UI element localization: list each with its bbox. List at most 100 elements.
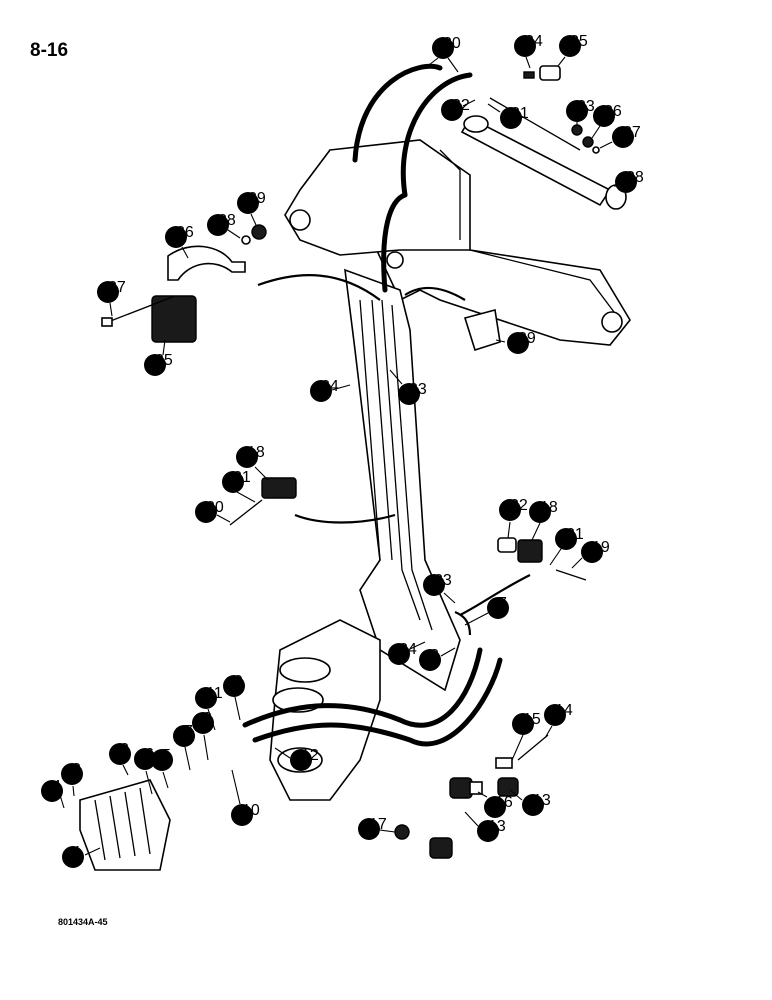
- callout-number: 10: [242, 802, 260, 819]
- callout-33: 33: [566, 98, 595, 126]
- callout-26: 26: [165, 224, 194, 259]
- callout-circle: [134, 748, 156, 770]
- callout-32: 32: [441, 97, 476, 121]
- callout-number: 26: [176, 224, 194, 241]
- callout-number: 21: [566, 526, 584, 543]
- callout-number: 9: [234, 673, 243, 690]
- callout-circle: [615, 171, 637, 193]
- callout-16: 16: [477, 791, 513, 818]
- callout-number: 36: [604, 103, 622, 120]
- callout-circle: [41, 780, 63, 802]
- callout-5: 5: [151, 747, 173, 789]
- callout-number: 18: [540, 499, 558, 516]
- callout-8a: 8: [192, 710, 214, 761]
- callout-number: 13: [488, 818, 506, 835]
- callout-circle: [151, 749, 173, 771]
- callout-circle: [310, 380, 332, 402]
- callout-1: 1: [62, 844, 101, 868]
- callout-circle: [231, 804, 253, 826]
- callout-36: 36: [591, 103, 622, 139]
- callout-number: 23: [434, 572, 452, 589]
- callout-28: 28: [207, 212, 241, 239]
- callout-number: 33: [577, 98, 595, 115]
- callout-number: 4: [52, 778, 61, 795]
- callout-circle: [195, 501, 217, 523]
- callout-number: 19: [592, 539, 610, 556]
- clamp-13: [429, 777, 519, 859]
- callout-3: 3: [61, 761, 83, 797]
- callout-circle: [555, 528, 577, 550]
- callout-number: 1: [73, 844, 82, 861]
- drawing-code: 801434A-45: [58, 917, 108, 927]
- callout-number: 18: [247, 444, 265, 461]
- callout-number: 38: [626, 169, 644, 186]
- callout-24b: 24: [388, 641, 426, 665]
- callout-18b: 18: [529, 499, 558, 541]
- callout-circle: [484, 796, 506, 818]
- callout-24a: 24: [310, 378, 351, 402]
- callout-number: 15: [523, 711, 541, 728]
- callout-number: 25: [155, 352, 173, 369]
- callout-number: 7: [184, 723, 193, 740]
- callout-circle: [529, 501, 551, 523]
- callout-circle: [237, 192, 259, 214]
- callout-circle: [566, 100, 588, 122]
- callout-circle: [144, 354, 166, 376]
- callout-circle: [165, 226, 187, 248]
- callout-circle: [522, 794, 544, 816]
- callout-34: 34: [514, 33, 543, 69]
- callout-25: 25: [144, 339, 173, 376]
- callout-29: 29: [237, 190, 266, 226]
- callout-number: 3: [72, 761, 81, 778]
- callout-37: 37: [599, 124, 641, 149]
- callout-30: 30: [424, 35, 461, 73]
- callout-circle: [109, 743, 131, 765]
- dipper-arm: [284, 139, 631, 346]
- callout-number: 13: [533, 792, 551, 809]
- callout-circle: [593, 105, 615, 127]
- callout-7a: 7: [173, 723, 195, 771]
- bolt-27: [101, 295, 176, 327]
- bucket-cylinder: [460, 97, 627, 210]
- spacer-16: [469, 781, 483, 795]
- callout-circle: [441, 99, 463, 121]
- callout-8b: 8: [419, 647, 456, 671]
- callout-9: 9: [223, 673, 245, 721]
- callout-number: 6: [145, 746, 154, 763]
- callout-circle: [398, 383, 420, 405]
- callout-circle: [419, 649, 441, 671]
- boom-arm: [344, 268, 461, 692]
- callout-circle: [487, 597, 509, 619]
- callout-39: 39: [495, 330, 536, 354]
- callout-circle: [236, 446, 258, 468]
- callout-7b: 7: [464, 595, 509, 626]
- callout-circle: [62, 846, 84, 868]
- callout-circle: [500, 107, 522, 129]
- callout-number: 31: [511, 105, 529, 122]
- callout-14: 14: [544, 702, 573, 739]
- callout-number: 24: [321, 378, 339, 395]
- washer-28: [241, 235, 251, 245]
- callout-circle: [544, 704, 566, 726]
- callout-21b: 21: [549, 526, 584, 566]
- callout-number: 8: [203, 710, 212, 727]
- callout-circle: [512, 713, 534, 735]
- clamp-18-lower: [517, 539, 543, 563]
- callout-number: 8: [430, 647, 439, 664]
- callout-circle: [499, 499, 521, 521]
- callout-number: 21: [233, 469, 251, 486]
- callout-circle: [432, 37, 454, 59]
- spacer-22: [497, 537, 517, 553]
- callout-number: 22: [510, 497, 528, 514]
- nut-29: [251, 224, 267, 240]
- callout-number: 14: [555, 702, 573, 719]
- callout-circle: [223, 675, 245, 697]
- callout-circle: [423, 574, 445, 596]
- callout-number: 34: [525, 33, 543, 50]
- bolt-19: [555, 569, 587, 581]
- callout-number: 11: [206, 685, 223, 702]
- callout-11: 11: [195, 685, 223, 731]
- callout-number: 37: [623, 124, 641, 141]
- callout-circle: [388, 643, 410, 665]
